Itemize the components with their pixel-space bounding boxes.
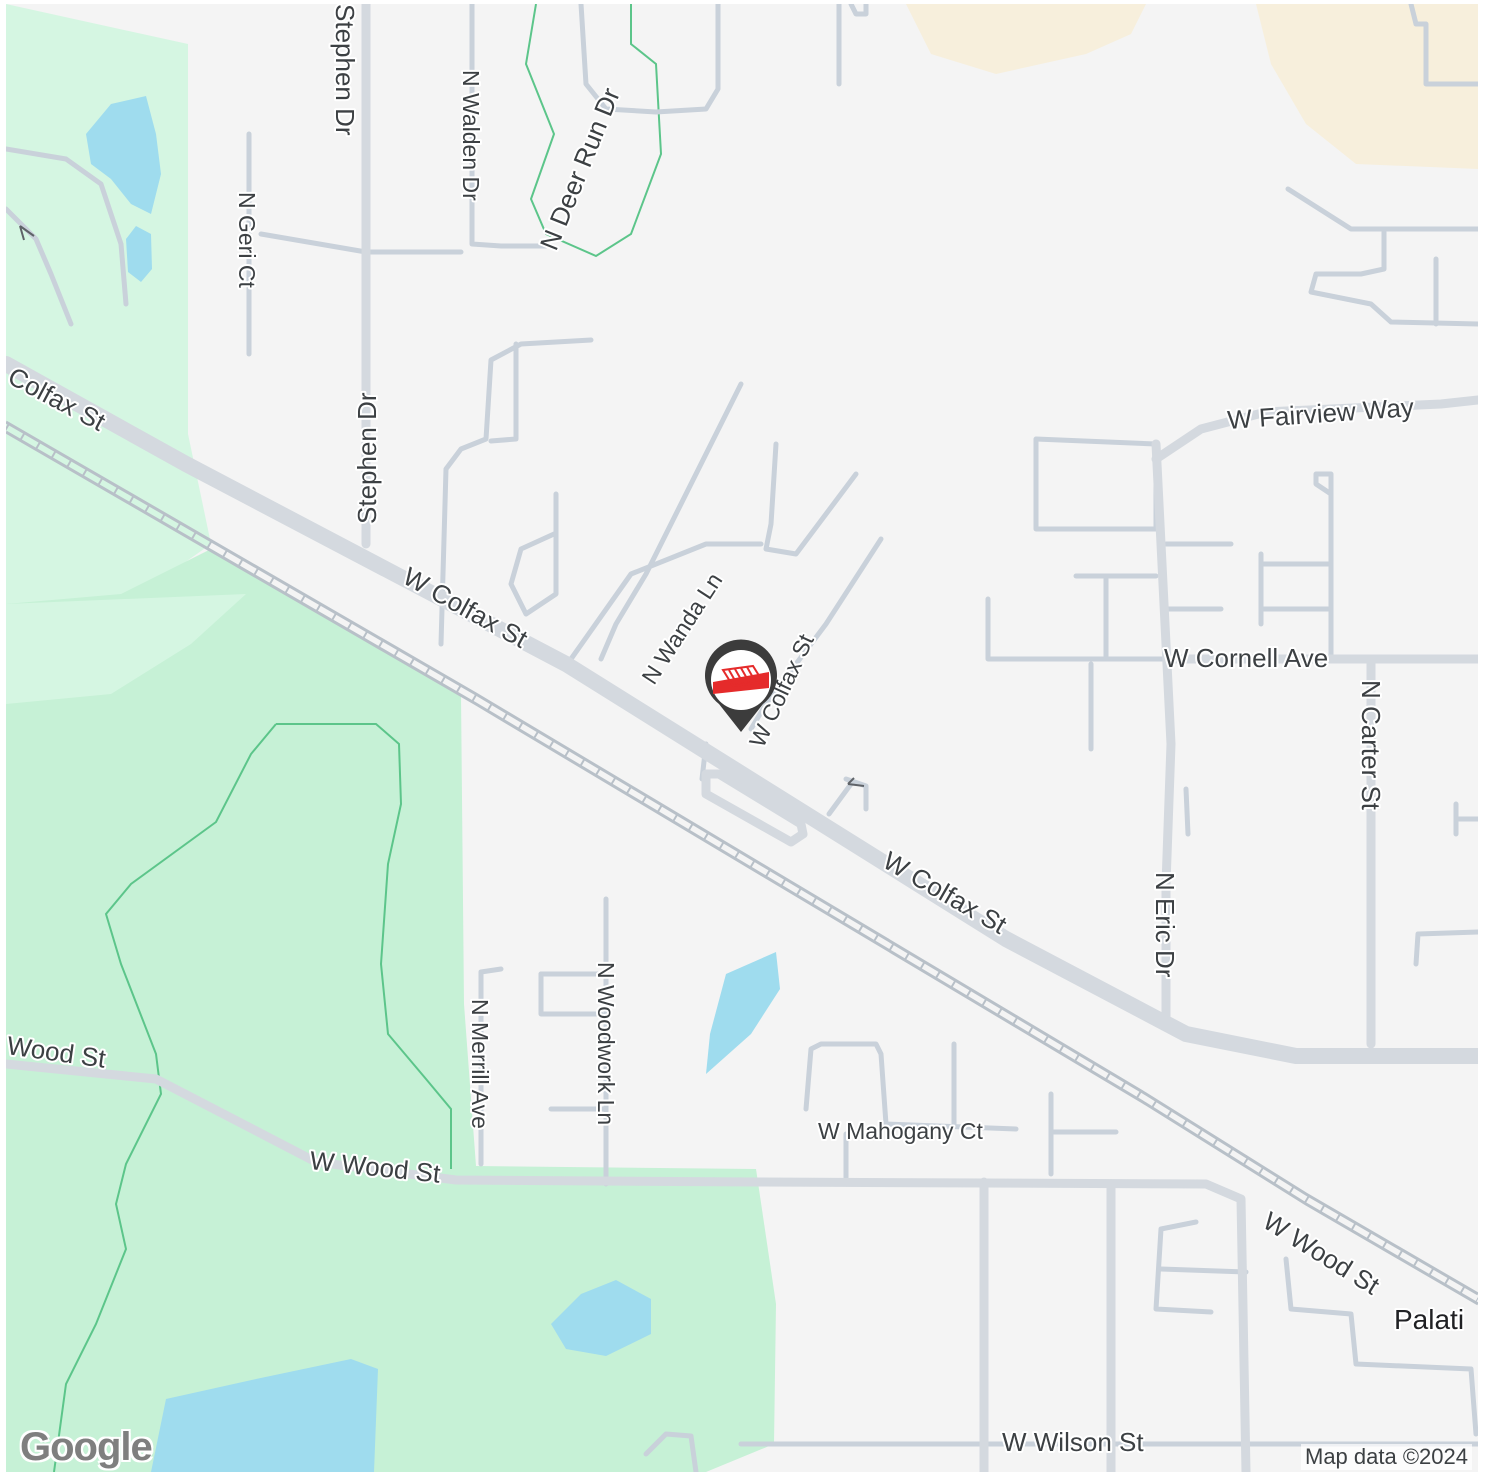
minor-roads <box>6 4 1478 1472</box>
lake <box>151 1359 378 1472</box>
w-colfax-st-road <box>6 356 1478 1064</box>
pond <box>126 226 152 282</box>
pond <box>706 952 780 1074</box>
label-stephen-south: Stephen Dr <box>352 392 382 524</box>
sand-area <box>906 4 1146 74</box>
park-area-south <box>6 549 776 1472</box>
label-woodwork: N Woodwork Ln <box>593 962 619 1125</box>
label-city: Palati <box>1394 1304 1464 1335</box>
trail-network <box>53 4 663 1472</box>
map-viewport[interactable]: Colfax St W Colfax St W Colfax St W Colf… <box>6 4 1478 1472</box>
map-canvas[interactable]: Colfax St W Colfax St W Colfax St W Colf… <box>6 4 1478 1472</box>
label-geri: N Geri Ct <box>234 192 260 288</box>
direction-arrow-icon <box>19 225 35 241</box>
store-location-pin-icon[interactable] <box>705 639 777 732</box>
railway <box>6 420 1478 1306</box>
label-walden: N Walden Dr <box>458 70 484 201</box>
direction-arrow-icon <box>847 777 865 787</box>
label-wilson: W Wilson St <box>1002 1427 1144 1457</box>
sand-area <box>1256 4 1478 169</box>
pond <box>86 96 161 214</box>
label-eric: N Eric Dr <box>1150 872 1180 978</box>
label-mahogany: W Mahogany Ct <box>818 1118 984 1144</box>
major-roads <box>6 4 1478 1472</box>
google-logo: Google <box>20 1425 153 1469</box>
map-attribution[interactable]: Map data ©2024 <box>1301 1444 1472 1470</box>
label-merrill: N Merrill Ave <box>467 999 493 1129</box>
pond <box>551 1280 651 1356</box>
label-cornell: W Cornell Ave <box>1164 643 1328 673</box>
park-area-edge <box>6 594 246 704</box>
label-stephen-north: Stephen Dr <box>330 4 360 136</box>
park-area-north <box>6 4 211 624</box>
label-carter: N Carter St <box>1356 680 1386 811</box>
